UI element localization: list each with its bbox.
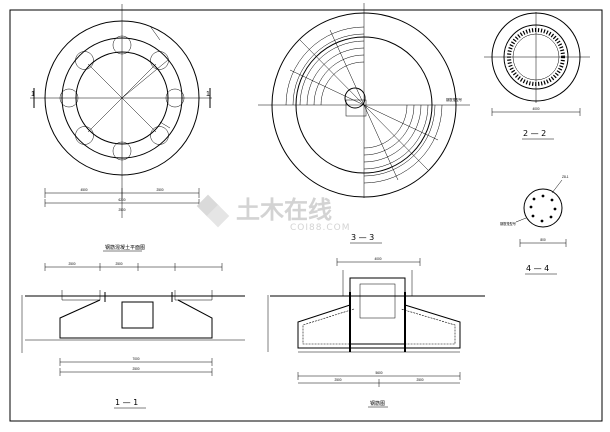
rebar-arc — [285, 26, 365, 106]
section-1-1-view: 2500 2500 7000 2500 1 — 1 — [21, 262, 245, 409]
plan-ring-inner — [75, 51, 169, 145]
pile — [150, 126, 169, 145]
detail-rebar-outline — [302, 308, 456, 345]
s44-dim-text: 800 — [540, 238, 546, 242]
pile — [165, 88, 185, 108]
radial-bar — [363, 104, 429, 171]
rebar-arc — [313, 54, 365, 106]
s22-ring — [503, 24, 569, 90]
s44-pointer: 钢筋笼型号 — [500, 221, 516, 226]
s22-caption: 2 — 2 — [523, 129, 546, 138]
rebar-arc — [292, 33, 365, 106]
s33-center-box — [345, 99, 367, 117]
s11-shaft — [121, 301, 154, 329]
s11-cap-top — [61, 290, 101, 301]
s22-inner-circle — [512, 33, 560, 81]
plan-leader — [149, 25, 161, 41]
plan-view: 4500 2500 6200 2500 1 1 钢筋混凝土平面图 — [30, 4, 212, 252]
rebar-arc — [363, 104, 443, 184]
s44-circle — [523, 188, 563, 228]
pile — [75, 126, 94, 145]
plan-dim-text: 2500 — [118, 208, 125, 212]
section-2-2-view: 4000 2 — 2 — [484, 12, 590, 140]
s44-tag: Z8-1 — [562, 175, 569, 179]
s22-dim-text: 4000 — [532, 107, 539, 111]
drawing-frame — [9, 9, 603, 422]
section-4-4-view: Z8-1 钢筋笼型号 800 4 — 4 — [500, 175, 569, 275]
pile — [75, 51, 94, 70]
rebar-arc — [363, 104, 408, 149]
rebar-dot — [529, 205, 533, 209]
watermark-url: COI88.COM — [290, 223, 350, 233]
watermark: 土木在线 COI88.COM — [196, 194, 350, 233]
s11-dim-text: 2500 — [68, 262, 75, 266]
plan-dim-text: 2500 — [156, 188, 163, 192]
pile — [150, 51, 169, 70]
s22-outer-circle — [491, 12, 581, 102]
s33-tag: 钢筋笼型号 — [446, 97, 462, 102]
s11-dim-text: 7000 — [132, 357, 139, 361]
s44-pointer-leader — [515, 217, 527, 223]
s22-rebar-cage — [507, 28, 565, 86]
plan-section-label: 1 — [31, 91, 35, 98]
watermark-logo-icon — [196, 194, 230, 228]
s44-leader — [551, 179, 563, 194]
detail-shaft — [349, 277, 406, 345]
section-3-3-view: 钢筋笼型号 3 — 3 — [258, 3, 470, 244]
s33-caption: 3 — 3 — [351, 233, 374, 242]
rebar-arc — [363, 104, 429, 170]
plan-radius-leader — [121, 59, 169, 99]
s11-cap-top — [174, 290, 213, 301]
detail-shaft-inner — [359, 283, 396, 319]
rebar-dot — [532, 197, 536, 201]
s11-dim-text: 2500 — [115, 262, 122, 266]
s33-center-column — [344, 87, 366, 109]
rebar-arc — [363, 104, 422, 163]
radial-bar — [363, 104, 439, 141]
rebar-dot — [553, 207, 557, 211]
plan-section-label: 1 — [206, 91, 210, 98]
plan-leader — [159, 121, 171, 129]
plan-outer-circle — [44, 20, 200, 176]
plan-piles — [59, 35, 185, 161]
s11-footing — [59, 299, 213, 339]
watermark-brand: 土木在线 — [236, 196, 332, 224]
rebar-dot — [540, 219, 544, 223]
rebar-arc — [320, 61, 365, 106]
pile — [59, 88, 79, 108]
detail-footing — [297, 304, 461, 349]
s33-outer-circle — [271, 12, 457, 198]
detail-view: 4000 5600 2500 2500 钢筋图 — [267, 257, 485, 408]
plan-caption: 钢筋混凝土平面图 — [105, 244, 145, 251]
rebar-arc — [363, 104, 436, 177]
pile — [112, 141, 132, 161]
detail-dim-text: 2500 — [416, 378, 423, 382]
s44-bars — [529, 194, 557, 223]
detail-dim-text: 4000 — [374, 257, 381, 261]
detail-dim-text: 5600 — [375, 371, 382, 375]
radial-bar — [329, 29, 365, 106]
rebar-arc — [306, 47, 365, 106]
detail-caption: 钢筋图 — [370, 400, 385, 407]
rebar-dot — [549, 215, 553, 219]
s33-ring — [295, 36, 433, 174]
s11-dim-text: 2500 — [132, 367, 139, 371]
detail-dim-text: 2500 — [334, 378, 341, 382]
rebar-dot — [550, 198, 554, 202]
rebar-dot — [541, 194, 545, 198]
rebar-arc — [363, 104, 415, 156]
s44-caption: 4 — 4 — [526, 264, 549, 273]
radial-bar — [363, 104, 399, 181]
plan-dim-text: 6200 — [118, 198, 125, 202]
s11-caption: 1 — 1 — [115, 398, 138, 407]
rebar-dot — [531, 214, 535, 218]
plan-ring-outer — [61, 37, 183, 159]
rebar-arc — [299, 40, 365, 106]
radial-bar — [299, 39, 365, 106]
radial-bar — [289, 69, 365, 106]
plan-dim-text: 4500 — [80, 188, 87, 192]
pile — [112, 35, 132, 55]
